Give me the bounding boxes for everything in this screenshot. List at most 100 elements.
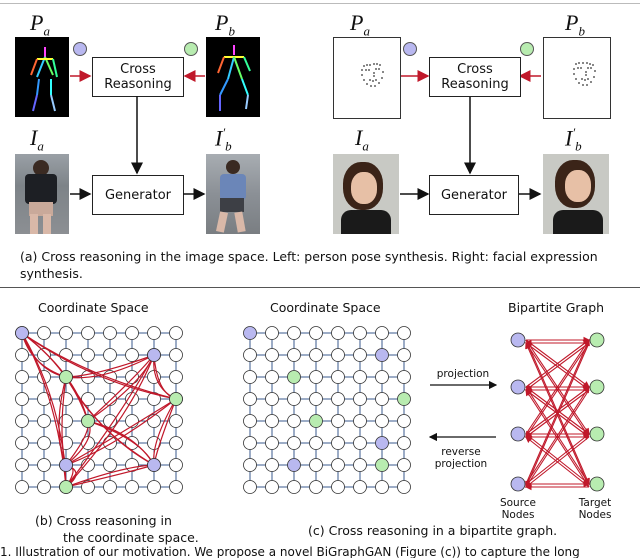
relation-arrow xyxy=(58,375,68,466)
pose-image-a xyxy=(15,37,69,117)
grid-node xyxy=(81,436,95,450)
source-node xyxy=(510,332,526,348)
relation-arrow xyxy=(86,418,155,466)
relation-arrow xyxy=(20,331,67,378)
grid-node xyxy=(243,458,257,472)
grid-node xyxy=(147,436,161,450)
landmark-image-a xyxy=(333,37,401,119)
relation-arrow xyxy=(65,354,155,488)
source-node xyxy=(287,458,301,472)
grid-node xyxy=(265,480,279,494)
ia-label-right: Ia xyxy=(355,125,369,154)
grid-node xyxy=(353,436,367,450)
bipartite-edge xyxy=(525,341,590,488)
grid-node xyxy=(15,458,29,472)
grid-node xyxy=(37,480,51,494)
grid-node xyxy=(331,326,345,340)
source-node xyxy=(147,348,161,362)
bipartite-edge xyxy=(525,339,590,388)
face-photo-b xyxy=(543,154,609,234)
person-photo-b xyxy=(206,154,260,234)
target-node xyxy=(375,458,389,472)
grid-node xyxy=(15,348,29,362)
grid-node xyxy=(125,348,139,362)
relation-arrow xyxy=(65,353,156,488)
grid-node xyxy=(331,392,345,406)
grid-node xyxy=(331,458,345,472)
bipartite-edge xyxy=(525,386,590,435)
source-node xyxy=(147,458,161,472)
relation-arrow xyxy=(65,419,93,466)
relation-arrow xyxy=(153,354,178,400)
face-landmarks-a xyxy=(361,63,384,87)
target-node xyxy=(589,476,605,492)
cross-reasoning-box-right: Cross Reasoning xyxy=(429,57,521,97)
bipartite-edge xyxy=(525,433,590,485)
target-node-icon-left xyxy=(184,42,198,56)
projection-label: projection xyxy=(436,368,490,380)
bipartite-edge xyxy=(525,389,590,438)
bipartite-edge xyxy=(525,342,590,391)
grid-node xyxy=(125,414,139,428)
relation-arrow xyxy=(87,353,155,422)
grid-node xyxy=(397,436,411,450)
bipartite-edge xyxy=(525,436,590,488)
panel-c-coord-title: Coordinate Space xyxy=(270,300,381,315)
grid-node xyxy=(169,414,183,428)
relation-arrow xyxy=(21,332,70,489)
target-node xyxy=(309,414,323,428)
top-rule xyxy=(0,3,640,4)
target-node-icon-right xyxy=(520,42,534,56)
grid-node xyxy=(353,458,367,472)
target-node xyxy=(589,332,605,348)
generator-box-left: Generator xyxy=(92,175,184,215)
pose-skeleton-a xyxy=(30,47,58,112)
target-node xyxy=(589,379,605,395)
ib-label-right: I′b xyxy=(565,125,582,154)
relation-arrow xyxy=(21,332,90,423)
bipartite-edge xyxy=(525,342,590,489)
person-photo-a xyxy=(15,154,69,234)
grid-node xyxy=(243,348,257,362)
bipartite-edge xyxy=(525,436,590,488)
grid-node xyxy=(287,480,301,494)
relation-arrow xyxy=(64,463,77,488)
grid-node xyxy=(81,458,95,472)
generator-box-right: Generator xyxy=(429,175,519,215)
relation-arrow xyxy=(21,332,68,379)
relation-arrow xyxy=(65,463,156,488)
bipartite-edge xyxy=(525,389,590,488)
grid-node xyxy=(265,436,279,450)
grid-node xyxy=(81,326,95,340)
grid-node xyxy=(15,392,29,406)
grid-node xyxy=(147,414,161,428)
grid-node xyxy=(287,326,301,340)
grid-node xyxy=(265,392,279,406)
grid-node xyxy=(81,480,95,494)
grid-node xyxy=(265,458,279,472)
source-node xyxy=(510,426,526,442)
target-nodes-label: Target Nodes xyxy=(578,497,612,521)
cross-reasoning-box-left: Cross Reasoning xyxy=(92,57,184,97)
grid-node xyxy=(103,326,117,340)
grid-node xyxy=(81,392,95,406)
pa-label-left: Pa xyxy=(30,10,50,39)
grid-node xyxy=(243,436,257,450)
relation-arrow xyxy=(65,464,74,488)
source-node xyxy=(510,379,526,395)
grid-node xyxy=(287,414,301,428)
relation-arrow xyxy=(64,398,177,467)
grid-node xyxy=(309,392,323,406)
grid-node xyxy=(37,414,51,428)
grid-node xyxy=(375,326,389,340)
grid-node xyxy=(147,480,161,494)
grid-node xyxy=(397,348,411,362)
relation-arrow xyxy=(64,464,155,489)
grid-node xyxy=(81,348,95,362)
grid-node xyxy=(59,436,73,450)
grid-node xyxy=(81,370,95,384)
bipartite-edge xyxy=(525,389,590,438)
pb-label-right: Pb xyxy=(565,10,585,39)
reverse-projection-label: reverse projection xyxy=(434,446,488,470)
grid-node xyxy=(265,414,279,428)
